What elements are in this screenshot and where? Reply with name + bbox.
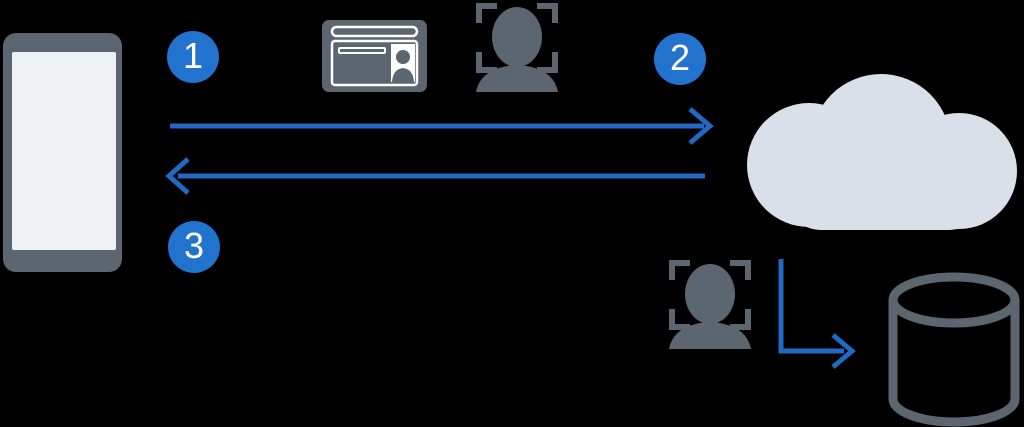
arrowhead-right-icon <box>688 107 714 145</box>
arrow-elbow-line <box>778 259 844 354</box>
step-badge-3: 3 <box>168 221 220 273</box>
face-head <box>492 7 542 67</box>
face-head <box>685 264 735 324</box>
bracket-top-right <box>537 3 558 23</box>
id-card-main-area <box>330 39 419 87</box>
arrow-cloud-to-database <box>778 259 856 369</box>
database-body <box>888 300 1020 427</box>
step-badge-2: 2 <box>654 33 706 85</box>
bracket-bottom-left <box>669 309 690 330</box>
database-top <box>888 272 1020 328</box>
step-number-2: 2 <box>669 37 691 78</box>
face-scan-icon <box>669 260 751 349</box>
step-number-1: 1 <box>182 35 204 76</box>
face-shoulders <box>669 322 751 349</box>
id-card-text-line <box>338 47 386 54</box>
bracket-bottom-left <box>476 52 497 73</box>
step-badge-1: 1 <box>167 31 219 83</box>
smartphone-icon <box>3 33 122 272</box>
face-scan-brackets <box>476 3 558 73</box>
arrowhead-left-icon <box>165 157 190 195</box>
id-card-photo-shoulders <box>392 68 414 82</box>
cloud-icon <box>747 74 1017 230</box>
bracket-bottom-right <box>730 309 751 330</box>
step-number-3: 3 <box>183 225 205 266</box>
arrow-phone-to-cloud <box>170 107 714 145</box>
face-shoulders <box>476 65 558 92</box>
face-scan-icon <box>476 3 558 92</box>
database-icon <box>888 272 1020 427</box>
arrowhead-right-icon <box>831 333 856 369</box>
face-scan-brackets <box>669 260 751 330</box>
database-cylinder <box>888 272 1020 427</box>
smartphone-screen <box>12 52 116 250</box>
id-card-icon <box>322 20 427 92</box>
bracket-bottom-right <box>537 52 558 73</box>
bracket-top-left <box>476 3 497 23</box>
bracket-top-right <box>730 260 751 280</box>
arrow-cloud-to-phone <box>165 157 705 195</box>
bracket-top-left <box>669 260 690 280</box>
cloud-shape <box>747 74 1017 230</box>
id-card-photo-head <box>396 50 410 64</box>
id-card-top-stripe <box>330 25 419 38</box>
